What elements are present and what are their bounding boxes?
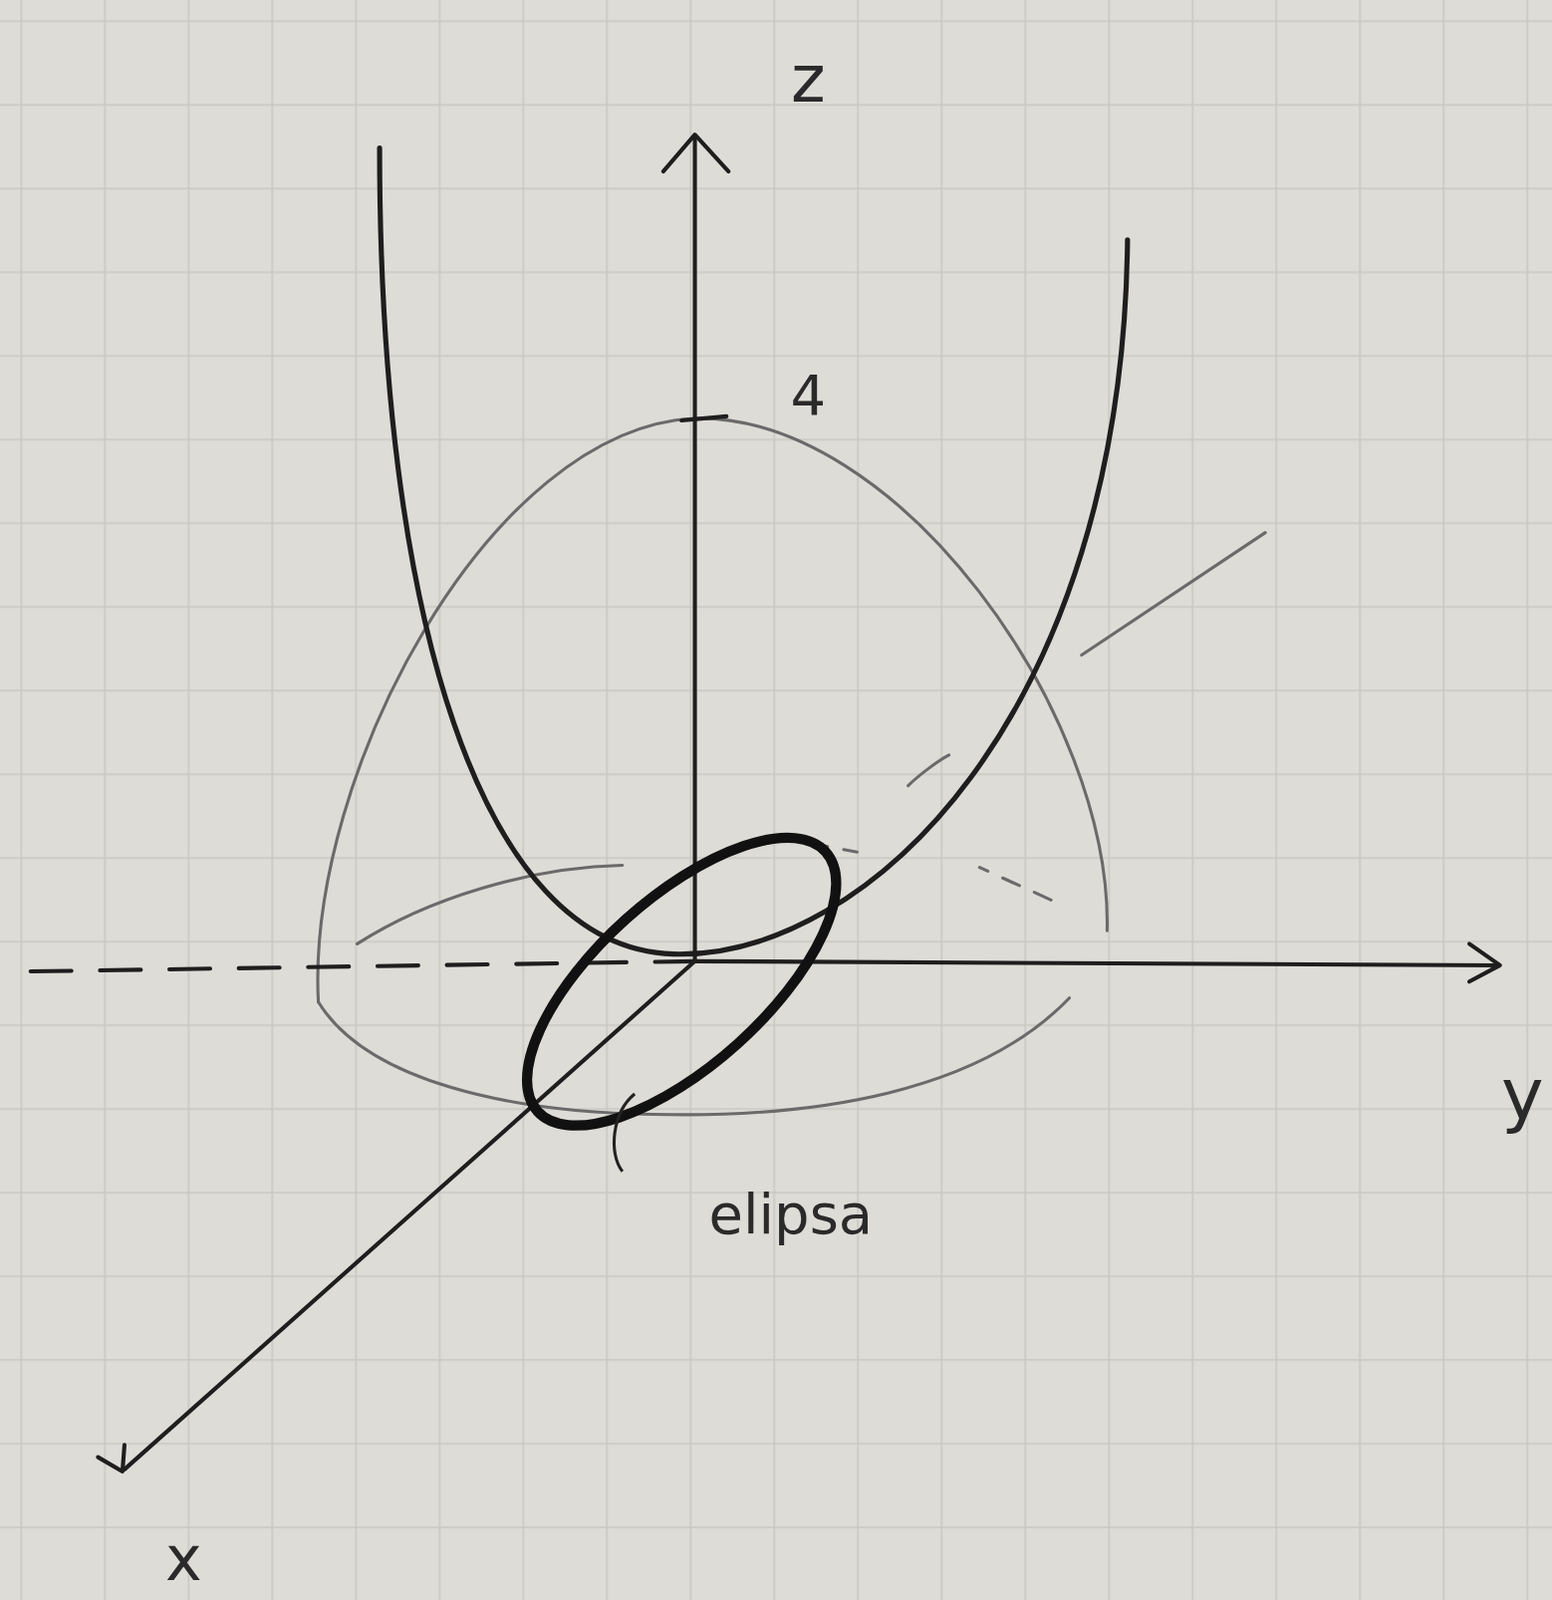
arrowhead xyxy=(97,1444,125,1472)
tick-mark xyxy=(681,416,727,421)
arrowhead xyxy=(1469,943,1501,982)
z-axis xyxy=(693,137,698,962)
callout-label: elipsa xyxy=(709,1186,874,1243)
paraboloid-base xyxy=(318,998,1070,1115)
ellipse xyxy=(481,789,882,1174)
arrowhead xyxy=(663,134,730,172)
axis-label: x xyxy=(165,1528,203,1590)
tick-value: 4 xyxy=(789,367,826,424)
axis-label: y xyxy=(1501,1057,1545,1130)
surface-curve xyxy=(357,865,623,945)
axis-label: z xyxy=(790,46,826,113)
surface-curve xyxy=(908,755,950,786)
paraboloid-down xyxy=(317,418,1266,1115)
hidden-edge xyxy=(979,867,1051,901)
axes xyxy=(30,134,1501,1472)
paraboloid-up xyxy=(379,148,1128,955)
leader-line xyxy=(613,1093,635,1172)
negative-y-axis xyxy=(30,961,696,972)
x-axis xyxy=(124,961,696,1470)
surface-line xyxy=(1081,532,1266,656)
y-axis xyxy=(695,961,1499,966)
paraboloid-outline xyxy=(317,418,1107,1003)
